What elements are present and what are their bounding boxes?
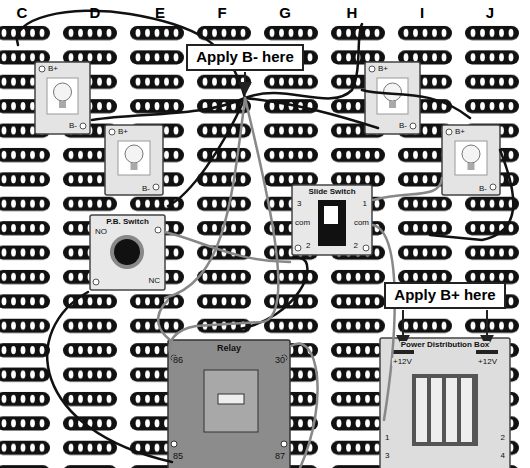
pin-label: 4 [500,452,506,460]
column-letter: H [347,5,358,20]
column-letter: D [90,5,101,20]
pin-label: 3 [384,452,390,460]
callout-text: Apply B- here [196,48,294,65]
lamp-module: B+ B- [365,62,420,134]
column-letter: I [420,5,424,20]
pin-label: 2 [305,242,311,250]
pin-label: 2 [500,434,506,442]
pin-label: com [294,219,311,227]
callout-text: Apply B+ here [394,286,495,303]
pin-label: 86 [172,356,184,365]
pin-label: 1 [362,200,368,208]
component-title: Relay [216,344,242,353]
pin-label: NO [94,228,108,236]
lamp-module [442,125,500,195]
pin-label: +12V [477,358,498,366]
pin-label: 87 [274,452,286,461]
pin-label: B- [68,122,78,130]
pin-label: B+ [377,65,389,73]
component-title: Slide Switch [307,188,356,196]
pin-label: 1 [384,434,390,442]
lamp-module [365,62,420,134]
pin-label: B+ [117,128,129,136]
column-letter: J [486,5,494,20]
pin-label: 2 [353,242,359,250]
column-letter: E [155,5,165,20]
pin-label: 85 [172,452,184,461]
lamp-module: B+ B- [35,62,90,134]
callout-box: Apply B- here [186,44,304,71]
slide-switch-module [292,185,372,255]
lamp-module [35,62,90,134]
lamp-module: B+ B- [442,125,500,195]
pin-label: B+ [454,128,466,136]
relay: Relay 86 30 85 87 [168,340,290,468]
power-distribution-box: Power Distribution Box +12V +12V 1 2 3 4 [380,338,510,468]
pin-label: +12V [392,358,413,366]
pin-label: B- [398,122,408,130]
pin-label: B+ [47,65,59,73]
power-distribution-box [380,338,510,468]
component-title: Power Distribution Box [400,341,490,349]
pin-label: 3 [296,200,302,208]
push-button-switch: P.B. SwitchNO NC [90,215,165,290]
slide-switch: Slide Switch 3 1 com com 2 2 [292,185,372,255]
component-title: P.B. Switch [105,218,150,226]
pin-label: B- [478,185,488,193]
lamp-module: B+ B- [105,125,163,195]
pin-label: 30 [274,356,286,365]
callout-box: Apply B+ here [384,282,505,309]
column-letter: C [17,5,28,20]
pin-label: com [353,219,370,227]
column-letter: F [217,5,226,20]
pin-label: NC [147,277,161,285]
pin-label: B- [141,185,151,193]
wires [17,11,513,468]
push-button-switch-module [90,215,165,290]
column-letter: G [279,5,291,20]
relay-module [168,340,290,468]
lamp-module [105,125,163,195]
